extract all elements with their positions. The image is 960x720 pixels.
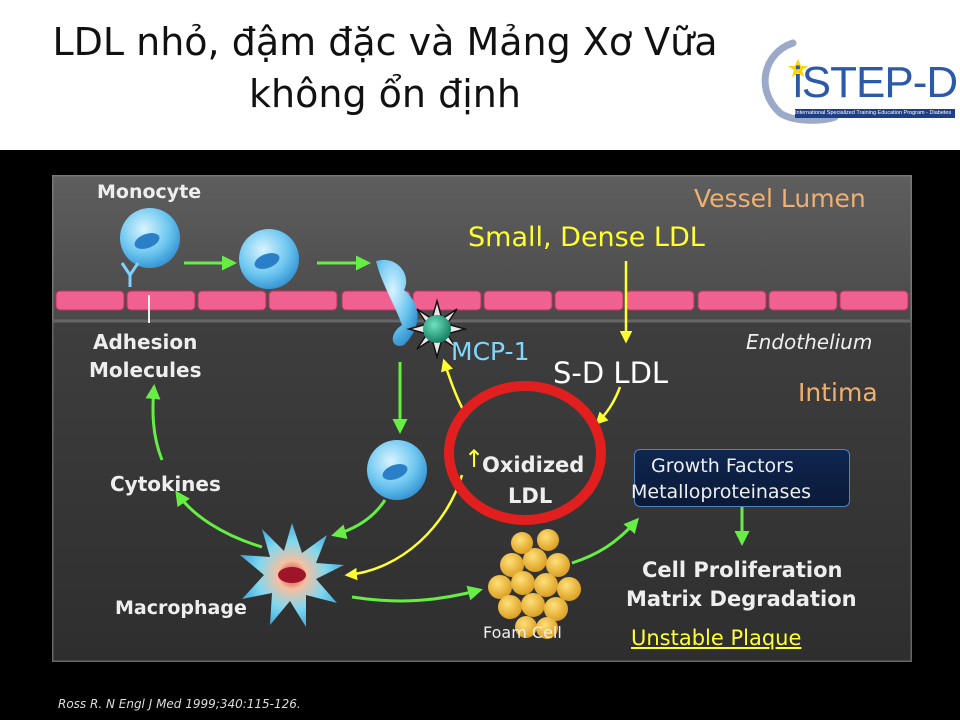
foam-cell-label: Foam Cell	[483, 623, 562, 642]
vessel-lumen-label: Vessel Lumen	[694, 184, 866, 213]
slide-title-line1: LDL nhỏ, đậm đặc và Mảng Xơ Vữa	[52, 20, 718, 64]
adhesion-label-line1: Adhesion	[93, 330, 198, 354]
small-dense-ldl-label: Small, Dense LDL	[468, 222, 705, 253]
mcp1-chemokine-icon	[406, 298, 468, 360]
monocyte-label: Monocyte	[97, 181, 202, 203]
cytokines-label: Cytokines	[110, 472, 221, 496]
istep-logo-arc-icon	[761, 39, 839, 124]
adhesion-receptor-icon	[120, 262, 140, 287]
monocyte-cell-icon	[120, 208, 180, 268]
migrating-monocyte-icon	[376, 259, 418, 346]
oxidized-arrow-icon: ↑	[464, 445, 485, 473]
growth-factors-line1: Growth Factors	[651, 455, 794, 477]
sd-ldl-label: S-D LDL	[553, 356, 669, 390]
adhesion-label-line2: Molecules	[89, 358, 202, 382]
macrophage-label: Macrophage	[115, 597, 247, 619]
cell-proliferation-line1: Cell Proliferation	[642, 558, 843, 582]
slide-title-line2: không ổn định	[249, 72, 521, 116]
endothelium-layer	[55, 290, 909, 311]
highlight-ring	[444, 381, 606, 525]
reference-citation: Ross R. N Engl J Med 1999;340:115-126.	[58, 697, 301, 711]
foam-cell-icon	[488, 529, 581, 639]
monocyte-rolling-icon	[239, 229, 299, 289]
growth-factors-line2: Metalloproteinases	[631, 481, 812, 503]
oxidized-ldl-line2: LDL	[508, 484, 553, 508]
cell-proliferation-line2: Matrix Degradation	[626, 587, 857, 611]
macrophage-cell-icon	[240, 523, 344, 627]
mcp1-label: MCP-1	[451, 337, 530, 366]
header-bar	[0, 0, 960, 150]
logo-text: iSTEP-D	[793, 58, 958, 107]
intima-monocyte-icon	[367, 440, 427, 500]
growth-factors-box	[634, 449, 850, 507]
intima-label: Intima	[798, 378, 878, 407]
unstable-plaque-label: Unstable Plaque	[631, 626, 802, 650]
logo-subtitle: International Specialized Training Educa…	[795, 109, 955, 118]
oxidized-ldl-line1: Oxidized	[482, 453, 585, 477]
endothelium-label: Endothelium	[746, 330, 873, 354]
